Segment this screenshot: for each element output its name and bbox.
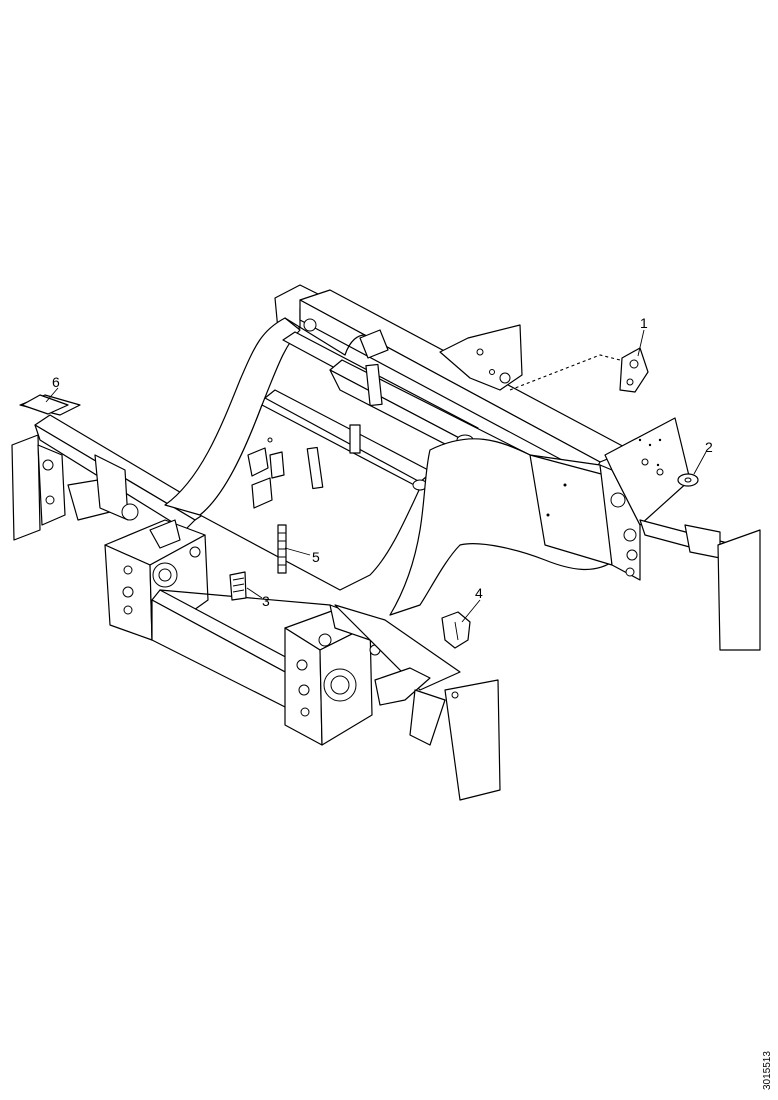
right-rear-bracket bbox=[604, 417, 761, 651]
left-side-rail bbox=[164, 317, 421, 591]
part-5-strip bbox=[277, 524, 287, 574]
left-cross-member bbox=[11, 394, 211, 541]
part-6-plate bbox=[21, 394, 69, 415]
part-2-washer bbox=[677, 473, 699, 487]
part-1-bracket bbox=[509, 347, 649, 393]
callout-3: 3 bbox=[262, 593, 270, 609]
callout-5: 5 bbox=[312, 549, 320, 565]
front-right-bracket bbox=[284, 604, 501, 801]
callout-1: 1 bbox=[640, 315, 648, 331]
right-side-rail bbox=[389, 438, 641, 616]
rear-cross-member bbox=[274, 284, 631, 477]
leader-lines bbox=[45, 329, 707, 623]
callout-4: 4 bbox=[475, 585, 483, 601]
part-3-clip bbox=[229, 571, 247, 601]
callout-2: 2 bbox=[705, 439, 713, 455]
drawing-reference-code: 3015513 bbox=[762, 1051, 773, 1090]
callout-6: 6 bbox=[52, 374, 60, 390]
